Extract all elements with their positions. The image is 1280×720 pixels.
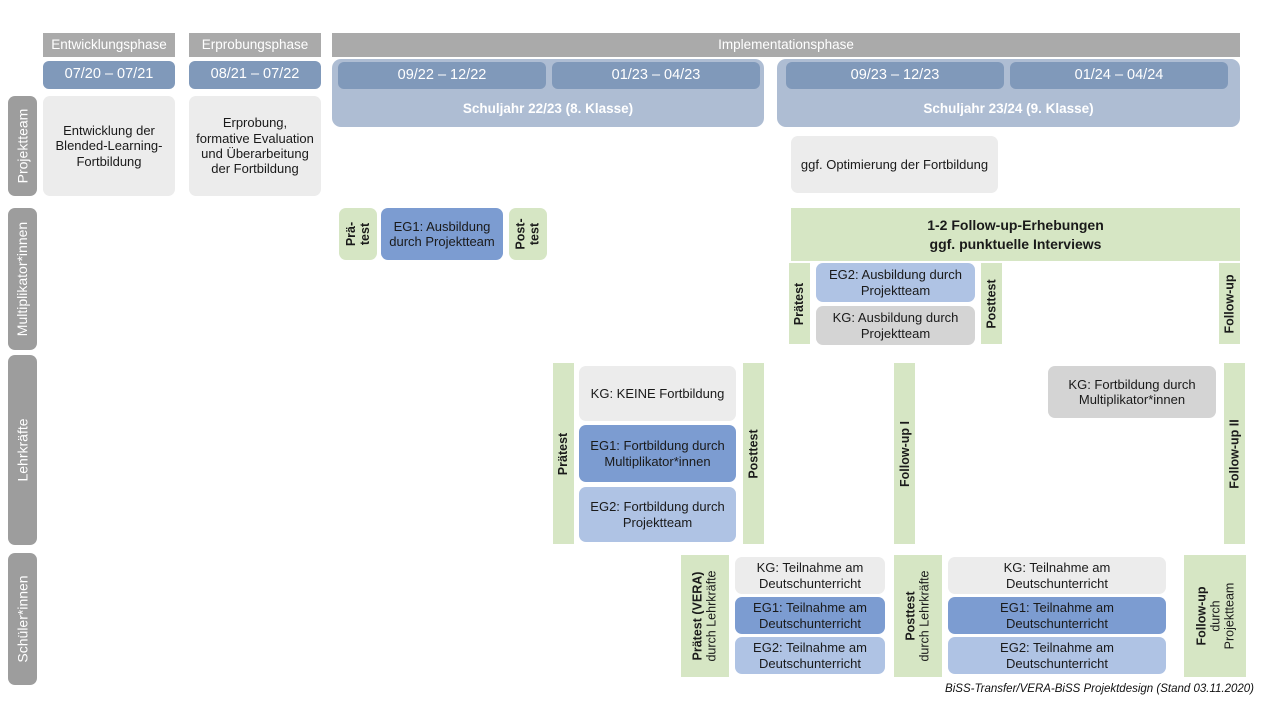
multiplikatoren-followup-label: Follow-up <box>1222 273 1237 334</box>
lehrkraefte-eg2-box: EG2: Fortbildung durch Projektteam <box>579 487 736 542</box>
phase-header-implementationsphase: Implementationsphase <box>332 33 1240 57</box>
date-chip-0922-1222: 09/22 – 12/22 <box>338 62 546 89</box>
lehrkraefte-followup-1-strip: Follow-up I <box>894 363 915 544</box>
multiplikatoren-posttest-label: Post- test <box>514 218 542 250</box>
sidebar-item-label: Lehrkräfte <box>14 418 31 482</box>
schuelerinnen-eg2-1-box: EG2: Teilnahme am Deutschunterricht <box>735 637 885 674</box>
schuelerinnen-eg1-2-box: EG1: Teilnahme am Deutschunterricht <box>948 597 1166 634</box>
sidebar-item-label: Schüler*innen <box>14 575 31 663</box>
multiplikatoren-kg-box: KG: Ausbildung durch Projektteam <box>816 306 975 345</box>
date-chip-0923-1223: 09/23 – 12/23 <box>786 62 1004 89</box>
schuelerinnen-kg-1-box: KG: Teilnahme am Deutschunterricht <box>735 557 885 594</box>
schuelerinnen-posttest-label: Posttest durch Lehrkräfte <box>904 570 932 662</box>
date-chip-0720-0721: 07/20 – 07/21 <box>43 61 175 89</box>
schuelerinnen-posttest-strip: Posttest durch Lehrkräfte <box>894 555 942 677</box>
lehrkraefte-praetest-label: Prätest <box>556 432 571 475</box>
multiplikatoren-posttest-2324-strip: Posttest <box>981 263 1002 344</box>
followup-banner-line2: ggf. punktuelle Interviews <box>929 235 1102 252</box>
schuelerinnen-eg2-2-box: EG2: Teilnahme am Deutschunterricht <box>948 637 1166 674</box>
multiplikatoren-eg1-box: EG1: Ausbildung durch Projektteam <box>381 208 503 260</box>
phase-header-erprobungsphase: Erprobungsphase <box>189 33 321 57</box>
lehrkraefte-followup-1-label: Follow-up I <box>897 420 912 487</box>
sidebar-item-schuelerinnen[interactable]: Schüler*innen <box>8 553 37 685</box>
footer-note: BiSS-Transfer/VERA-BiSS Projektdesign (S… <box>945 683 1254 695</box>
lehrkraefte-eg1-box: EG1: Fortbildung durch Multiplikator*inn… <box>579 425 736 482</box>
schuelerinnen-praetest-strip: Prätest (VERA) durch Lehrkräfte <box>681 555 729 677</box>
date-chip-0124-0424: 01/24 – 04/24 <box>1010 62 1228 89</box>
sidebar-item-label: Projektteam <box>14 108 31 184</box>
lehrkraefte-followup-2-label: Follow-up II <box>1227 418 1242 489</box>
lehrkraefte-posttest-strip: Posttest <box>743 363 764 544</box>
multiplikatoren-praetest-label: Prä- test <box>343 221 372 247</box>
schuelerinnen-kg-2-box: KG: Teilnahme am Deutschunterricht <box>948 557 1166 594</box>
multiplikatoren-praetest-strip: Prä- test <box>339 208 377 260</box>
date-chip-0123-0423: 01/23 – 04/23 <box>552 62 760 89</box>
lehrkraefte-posttest-label: Posttest <box>746 428 761 479</box>
phase-header-entwicklungsphase: Entwicklungsphase <box>43 33 175 57</box>
date-chip-0821-0722: 08/21 – 07/22 <box>189 61 321 89</box>
school-year-label-2324: Schuljahr 23/24 (9. Klasse) <box>923 101 1094 117</box>
sidebar-item-projektteam[interactable]: Projektteam <box>8 96 37 196</box>
schuelerinnen-followup-label: Follow-up durch Projektteam <box>1194 582 1237 650</box>
lehrkraefte-kg-2324-box: KG: Fortbildung durch Multiplikator*inne… <box>1048 366 1216 418</box>
schuelerinnen-followup-strip: Follow-up durch Projektteam <box>1184 555 1246 677</box>
multiplikatoren-posttest-2324-label: Posttest <box>984 278 999 329</box>
multiplikatoren-followup-strip: Follow-up <box>1219 263 1240 344</box>
followup-banner-line1: 1-2 Follow-up-Erhebungen <box>927 217 1104 234</box>
lehrkraefte-praetest-strip: Prätest <box>553 363 574 544</box>
projektteam-optimierung-box: ggf. Optimierung der Fortbildung <box>791 136 998 193</box>
multiplikatoren-followup-banner: 1-2 Follow-up-Erhebungen ggf. punktuelle… <box>791 208 1240 261</box>
sidebar-item-lehrkraefte[interactable]: Lehrkräfte <box>8 355 37 545</box>
sidebar-item-label: Multiplikator*innen <box>14 221 31 337</box>
multiplikatoren-eg2-box: EG2: Ausbildung durch Projektteam <box>816 263 975 302</box>
schuelerinnen-eg1-1-box: EG1: Teilnahme am Deutschunterricht <box>735 597 885 634</box>
schuelerinnen-praetest-label: Prätest (VERA) durch Lehrkräfte <box>691 570 719 662</box>
multiplikatoren-posttest-strip: Post- test <box>509 208 547 260</box>
lehrkraefte-followup-2-strip: Follow-up II <box>1224 363 1245 544</box>
projektteam-entwicklung-box: Entwicklung der Blended-Learning-Fortbil… <box>43 96 175 196</box>
projektteam-erprobung-box: Erprobung, formative Evaluation und Über… <box>189 96 321 196</box>
lehrkraefte-kg-box: KG: KEINE Fortbildung <box>579 366 736 421</box>
multiplikatoren-praetest-2324-label: Prätest <box>792 282 807 325</box>
school-year-label-2223: Schuljahr 22/23 (8. Klasse) <box>462 101 634 117</box>
multiplikatoren-praetest-2324-strip: Prätest <box>789 263 810 344</box>
sidebar-item-multiplikatorinnen[interactable]: Multiplikator*innen <box>8 208 37 350</box>
